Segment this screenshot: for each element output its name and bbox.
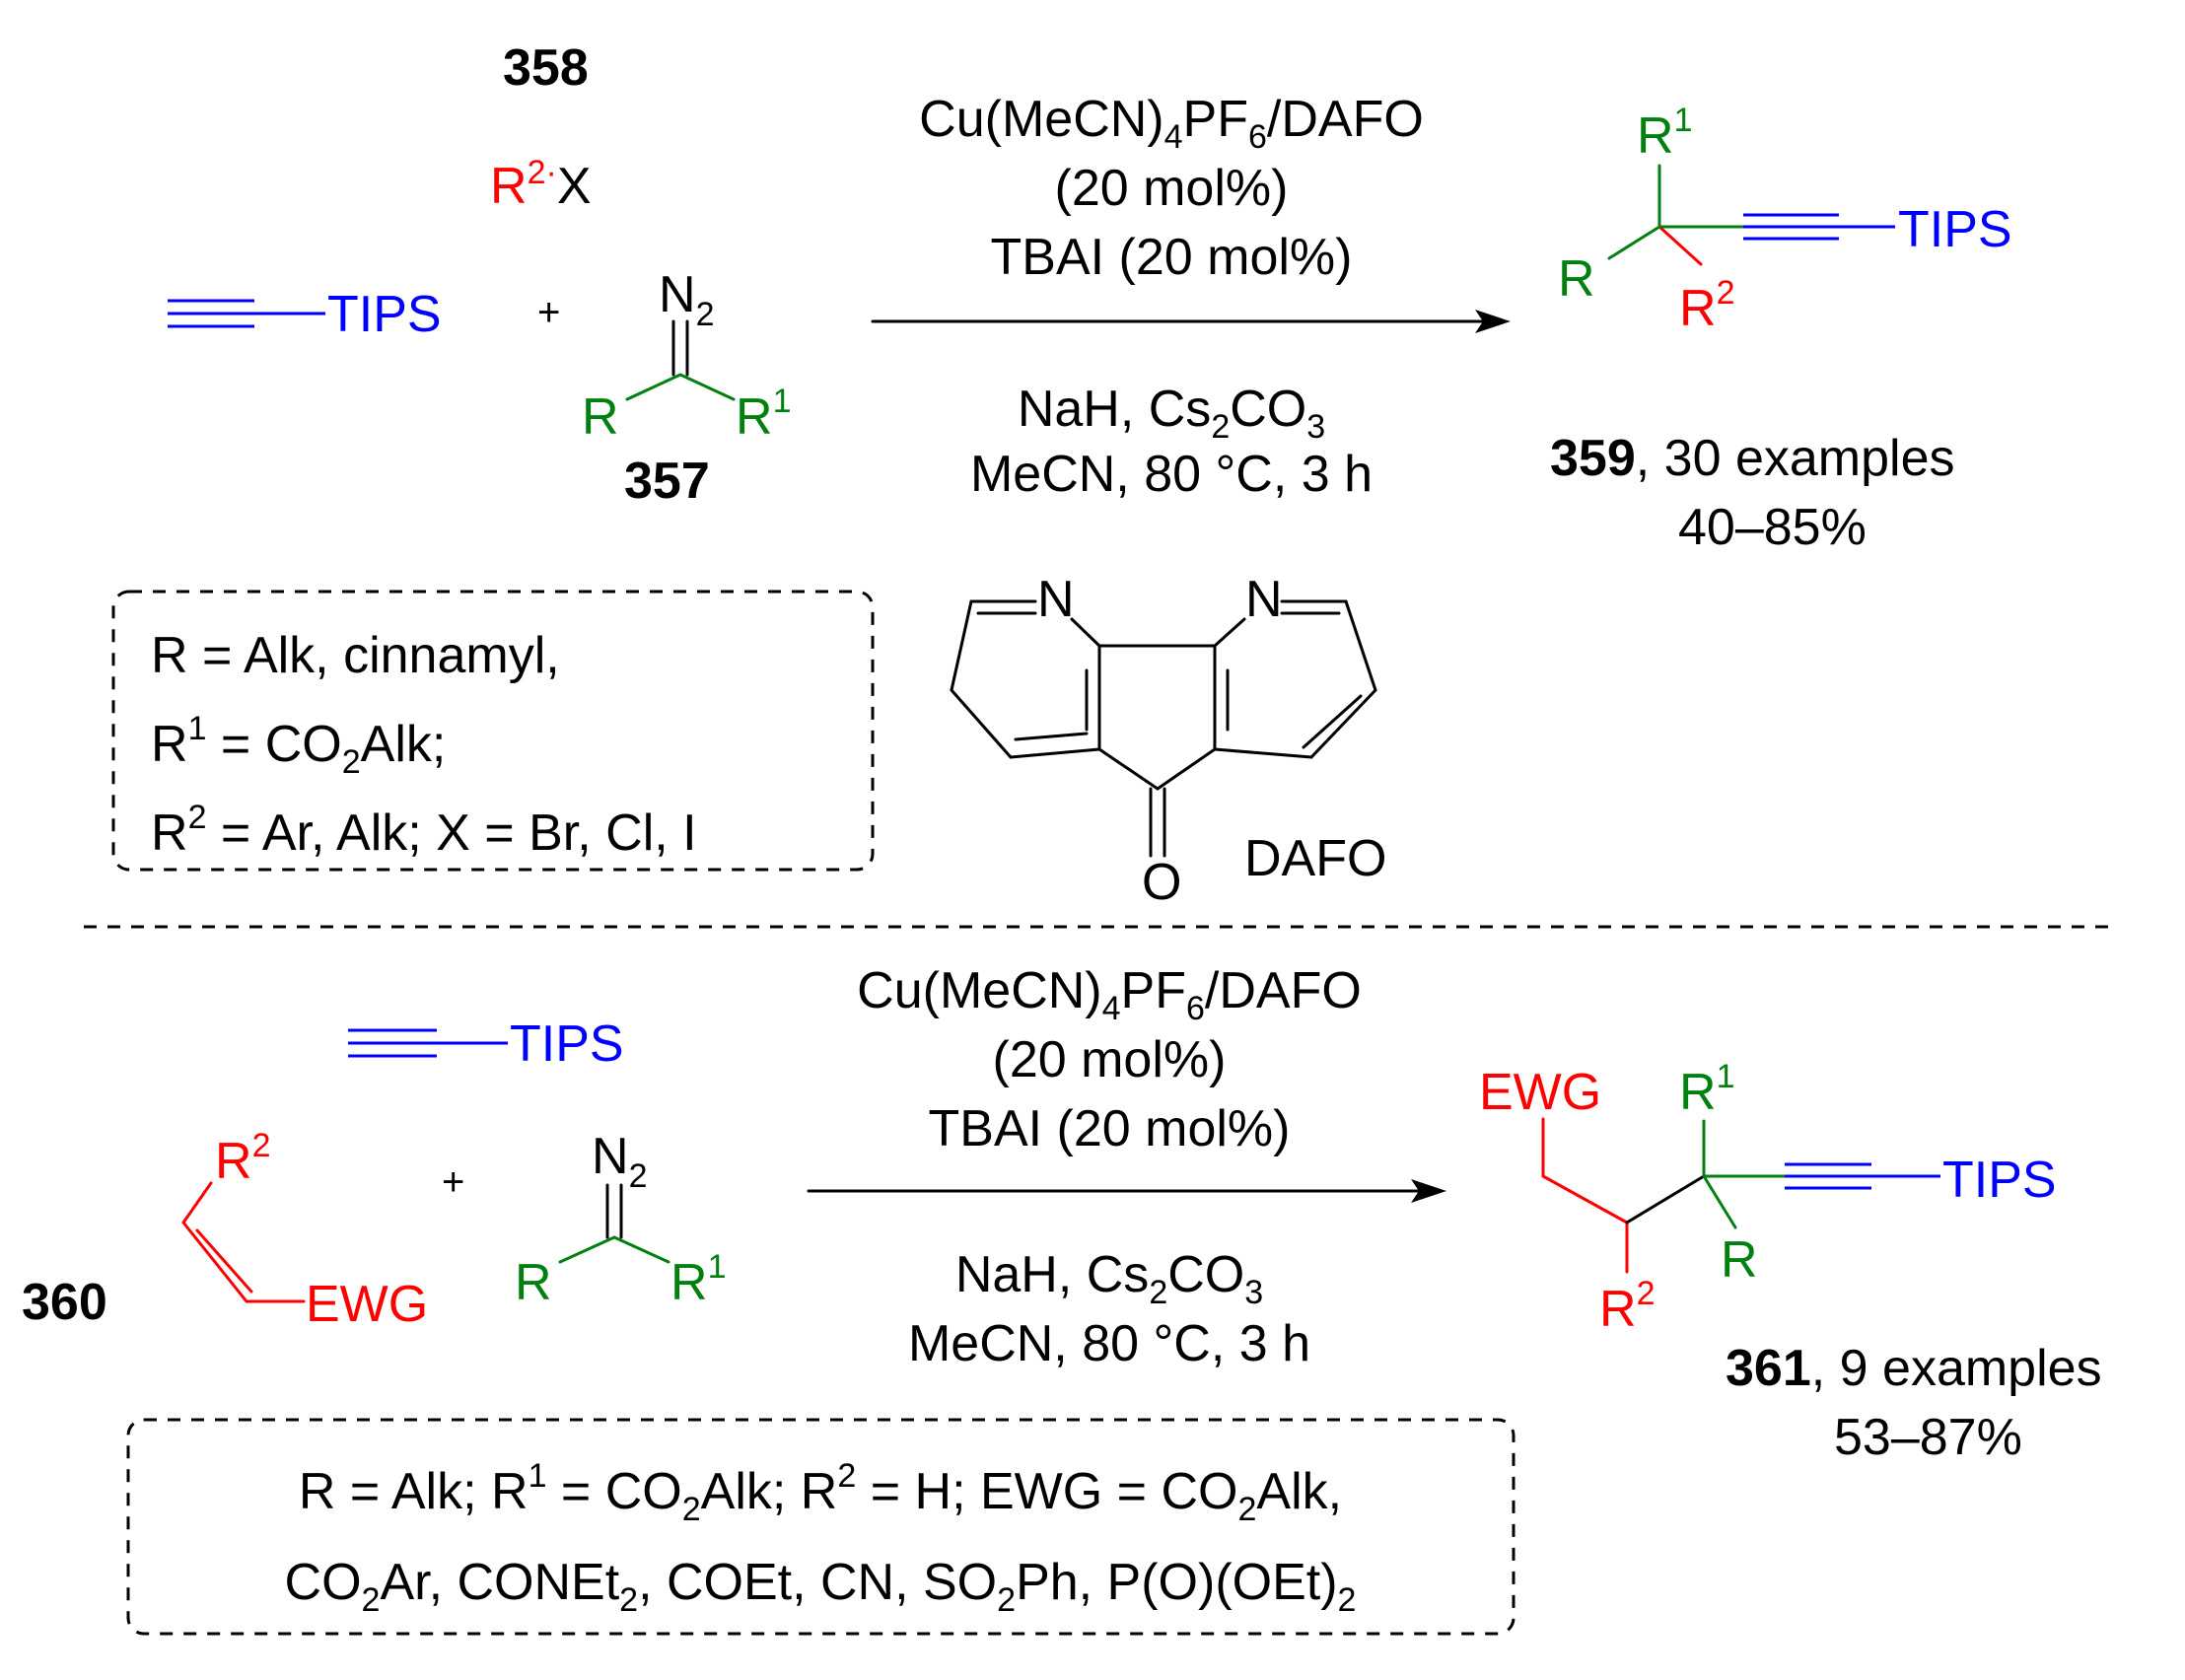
r1-label: R1 bbox=[1679, 1058, 1734, 1121]
tips-label: TIPS bbox=[1942, 1152, 2057, 1209]
scope-box-1: R = Alk, cinnamyl, R1 = CO2Alk; R2 = Ar,… bbox=[111, 590, 875, 872]
n2-label: N2 bbox=[592, 1128, 647, 1195]
r2-label: R2 bbox=[1679, 274, 1734, 337]
dafo-name-label: DAFO bbox=[1244, 830, 1386, 887]
catalyst-line: Cu(MeCN)4PF6/DAFO bbox=[919, 91, 1424, 156]
product-summary-361: 361, 9 examples bbox=[1726, 1340, 2102, 1397]
product-361: EWG R2 R1 R TIPS 361, 9 examples 53–87% bbox=[1479, 1058, 2102, 1466]
r2-label: R2 bbox=[1599, 1275, 1655, 1338]
dafo-structure: O N N DAFO bbox=[950, 571, 1386, 911]
catalyst-loading: (20 mol%) bbox=[993, 1031, 1227, 1088]
scope-line-1: R = Alk; R1 = CO2Alk; R2 = H; EWG = CO2A… bbox=[299, 1457, 1342, 1528]
tips-acetylene-2: TIPS bbox=[348, 1015, 624, 1073]
base-line: NaH, Cs2CO3 bbox=[1018, 381, 1325, 446]
tips-acetylene-1: TIPS bbox=[168, 286, 442, 343]
r1-label: R1 bbox=[1637, 102, 1692, 165]
r1-label: R1 bbox=[670, 1248, 726, 1311]
tips-label: TIPS bbox=[327, 286, 442, 343]
conditions-below-2: NaH, Cs2CO3 MeCN, 80 °C, 3 h bbox=[908, 1246, 1310, 1372]
n-atom-left: N bbox=[1037, 571, 1075, 628]
solvent-temp-line: MeCN, 80 °C, 3 h bbox=[908, 1315, 1310, 1372]
reaction-arrow-2 bbox=[807, 1179, 1446, 1203]
product-359: R1 R R2 TIPS 359, 30 examples 40–85% bbox=[1550, 102, 2012, 556]
scheme-2: TIPS 360 R2 EWG + N2 R R1 Cu(MeCN)4PF6/D… bbox=[22, 962, 2102, 1636]
plus-sign: + bbox=[442, 1160, 464, 1204]
r1-label: R1 bbox=[736, 383, 791, 446]
compound-number-358: 358 bbox=[503, 39, 589, 97]
r-label: R bbox=[1721, 1231, 1758, 1289]
o-atom-label: O bbox=[1142, 854, 1181, 911]
tips-label: TIPS bbox=[510, 1015, 624, 1073]
scope-line-r1: R1 = CO2Alk; bbox=[151, 710, 446, 781]
diazo-compound-357: N2 R R1 357 bbox=[582, 266, 791, 510]
diazo-compound-2: N2 R R1 bbox=[515, 1128, 726, 1311]
compound-number-357: 357 bbox=[624, 453, 710, 510]
solvent-temp-line: MeCN, 80 °C, 3 h bbox=[970, 446, 1373, 503]
ewg-label: EWG bbox=[306, 1276, 428, 1333]
reagent-358: 358 R2·X bbox=[490, 39, 592, 215]
yield-range-361: 53–87% bbox=[1834, 1409, 2022, 1466]
r-label: R bbox=[582, 388, 619, 446]
r2-label: R2 bbox=[215, 1127, 270, 1190]
scope-line-r: R = Alk, cinnamyl, bbox=[151, 627, 560, 684]
alkene-360: 360 R2 EWG bbox=[22, 1127, 428, 1333]
scope-line-2: CO2Ar, CONEt2, COEt, CN, SO2Ph, P(O)(OEt… bbox=[285, 1554, 1357, 1619]
compound-number-360: 360 bbox=[22, 1274, 107, 1331]
conditions-above-2: Cu(MeCN)4PF6/DAFO (20 mol%) TBAI (20 mol… bbox=[857, 962, 1362, 1157]
n-atom-right: N bbox=[1245, 571, 1283, 628]
r-label: R bbox=[1558, 250, 1595, 308]
yield-range-359: 40–85% bbox=[1678, 499, 1867, 556]
r2-x-label: R2·X bbox=[490, 154, 592, 215]
base-line: NaH, Cs2CO3 bbox=[955, 1246, 1263, 1311]
r-label: R bbox=[515, 1254, 552, 1311]
catalyst-loading: (20 mol%) bbox=[1055, 160, 1289, 217]
ewg-label: EWG bbox=[1479, 1064, 1601, 1121]
conditions-below-1: NaH, Cs2CO3 MeCN, 80 °C, 3 h bbox=[970, 381, 1373, 503]
scope-line-r2: R2 = Ar, Alk; X = Br, Cl, I bbox=[151, 799, 697, 862]
product-summary-359: 359, 30 examples bbox=[1550, 430, 1955, 487]
plus-sign: + bbox=[537, 291, 560, 334]
catalyst-line: Cu(MeCN)4PF6/DAFO bbox=[857, 962, 1362, 1027]
additive-line: TBAI (20 mol%) bbox=[929, 1100, 1291, 1157]
n2-label: N2 bbox=[659, 266, 714, 333]
scope-box-2: R = Alk; R1 = CO2Alk; R2 = H; EWG = CO2A… bbox=[126, 1418, 1515, 1636]
reaction-arrow-1 bbox=[871, 310, 1511, 333]
conditions-above-1: Cu(MeCN)4PF6/DAFO (20 mol%) TBAI (20 mol… bbox=[919, 91, 1424, 286]
additive-line: TBAI (20 mol%) bbox=[991, 229, 1353, 286]
scheme-1: 358 R2·X TIPS + N2 R R1 357 Cu(MeCN)4PF6… bbox=[111, 39, 2012, 911]
tips-label: TIPS bbox=[1898, 201, 2012, 258]
